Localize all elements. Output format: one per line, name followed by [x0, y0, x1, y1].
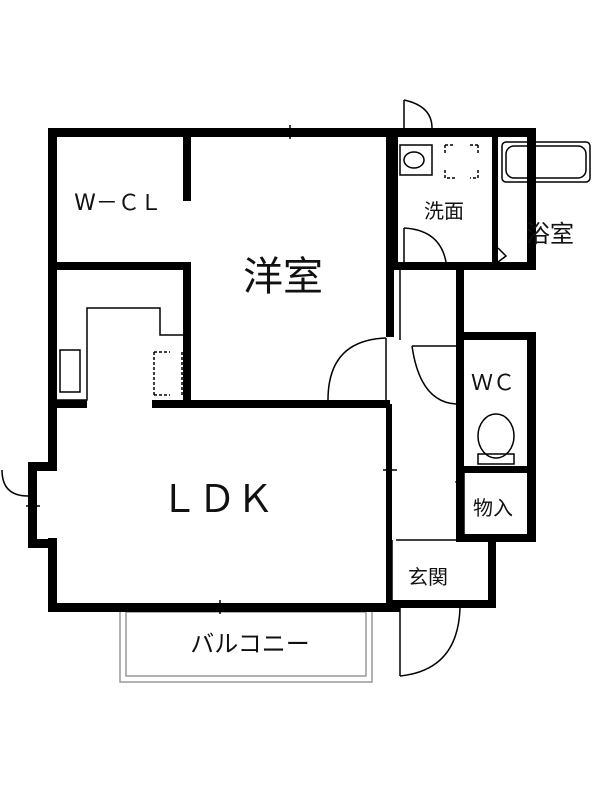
toilet: [477, 413, 515, 465]
label-storage: 物入: [473, 496, 513, 520]
door-swings: [1, 99, 508, 677]
label-washroom: 洗面: [424, 199, 464, 223]
label-entrance: 玄関: [408, 565, 448, 589]
closet-hatch: [153, 351, 183, 396]
label-wcl: W－ＣＬ: [74, 191, 162, 216]
label-western-room: 洋室: [243, 254, 323, 300]
label-bathroom: 浴室: [526, 220, 574, 248]
label-balcony: バルコニー: [190, 630, 310, 658]
bath-fixtures: [501, 141, 591, 183]
thin-lines: [26, 125, 465, 614]
label-wc: ＷＣ: [471, 371, 515, 396]
label-ldk: ＬＤＫ: [160, 477, 274, 521]
wash-fixtures: [399, 144, 479, 179]
